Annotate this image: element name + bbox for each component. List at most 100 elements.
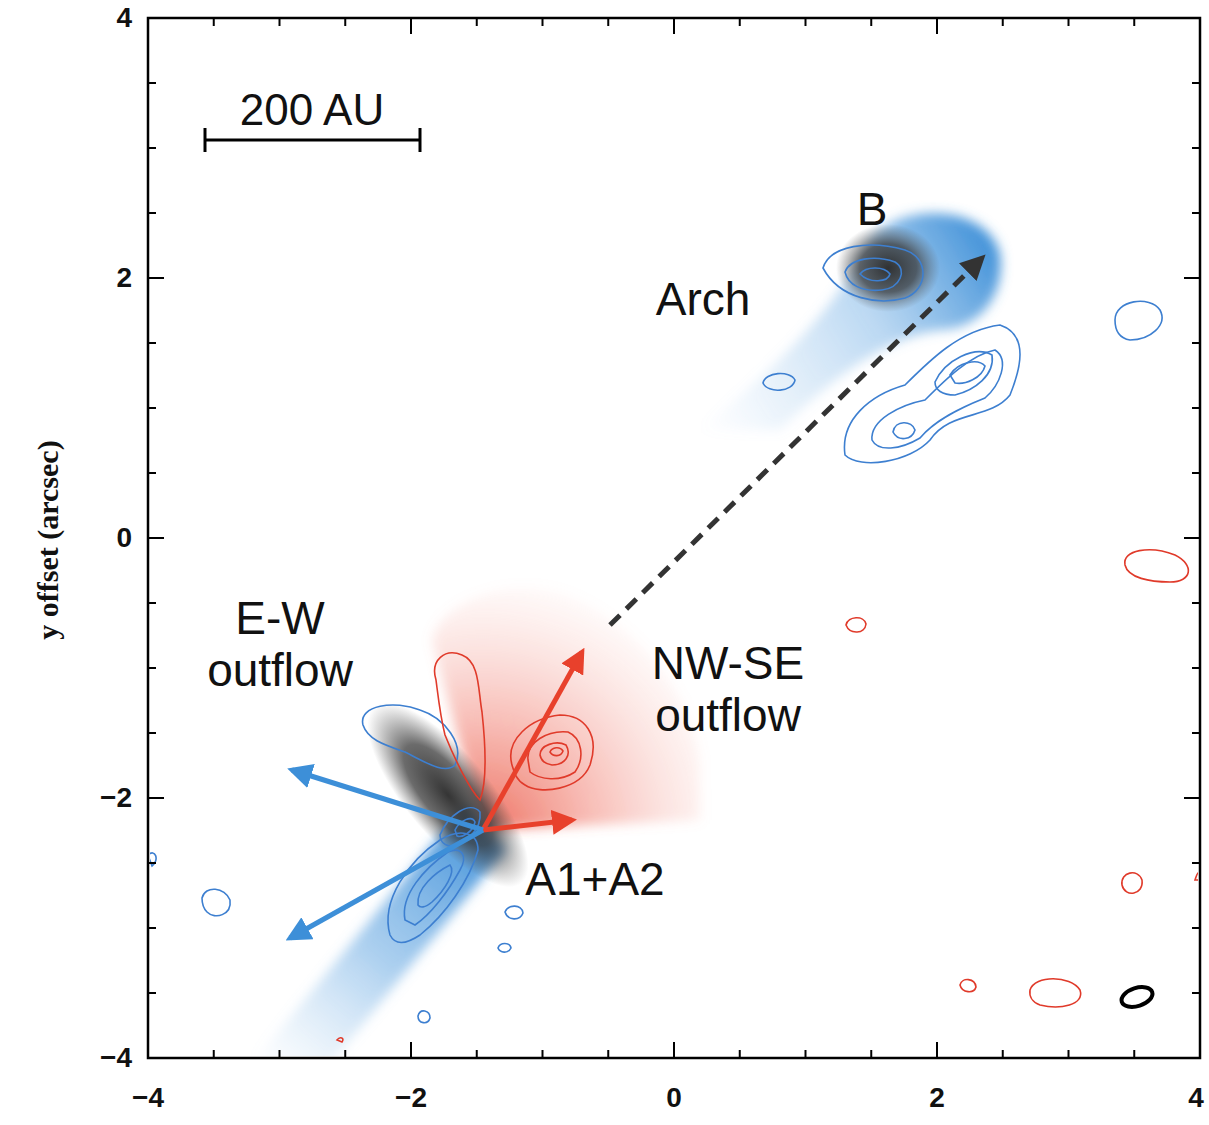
plot-stroke (550, 748, 563, 756)
plot-stroke (739, 18, 741, 26)
plot-stroke (213, 1050, 215, 1058)
plot-stroke (846, 618, 866, 632)
plot-stroke (893, 423, 915, 439)
plot-stroke (1192, 212, 1200, 214)
plot-stroke (148, 17, 164, 19)
plot-stroke (498, 944, 511, 953)
plot-stroke (673, 1042, 675, 1058)
plot-stroke (870, 18, 872, 26)
tick-label: 0 (116, 522, 132, 553)
plot-stroke (148, 147, 156, 149)
plot-stroke (418, 865, 452, 907)
plot-stroke (148, 537, 164, 539)
plot-stroke (1115, 301, 1162, 340)
plot-stroke (476, 1050, 478, 1058)
plot-stroke (860, 268, 890, 281)
plot-stroke (147, 1042, 149, 1058)
redshift-arrow (483, 820, 572, 830)
plot-stroke (805, 18, 807, 26)
plot-stroke (823, 245, 923, 301)
source-label: A1+A2 (525, 854, 664, 906)
tick-label: 4 (116, 2, 132, 33)
plot-stroke (1002, 1050, 1004, 1058)
plot-stroke (1192, 342, 1200, 344)
beam-ellipse (1119, 983, 1155, 1010)
plot-stroke (1192, 862, 1200, 864)
tick-label: 4 (1188, 1082, 1204, 1113)
plot-stroke (936, 18, 938, 34)
plot-stroke (388, 833, 478, 942)
plot-stroke (542, 1050, 544, 1058)
axis-ticks (148, 18, 1200, 1058)
plot-stroke (845, 258, 901, 290)
plot-stroke (148, 797, 164, 799)
plot-stroke (279, 18, 281, 26)
plot-stroke (476, 18, 478, 26)
plot-stroke (1192, 667, 1200, 669)
plot-stroke (410, 18, 412, 34)
plot-stroke (363, 705, 458, 769)
plot-stroke (337, 1038, 343, 1042)
plot-stroke (148, 212, 156, 214)
plot-stroke (1184, 1057, 1200, 1059)
plot-stroke (148, 82, 156, 84)
plot-stroke (763, 374, 795, 391)
plot-stroke (1192, 82, 1200, 84)
plot-stroke (1192, 407, 1200, 409)
tick-label: −2 (100, 782, 132, 813)
plot-stroke (1192, 147, 1200, 149)
plot-stroke (148, 927, 156, 929)
plot-stroke (204, 128, 207, 152)
tick-label: 2 (116, 262, 132, 293)
emission-layer (150, 213, 1198, 1056)
plot-frame (148, 18, 1200, 1058)
plot-stroke (418, 1011, 430, 1023)
plot-stroke (1192, 732, 1200, 734)
tick-label: −2 (395, 1082, 427, 1113)
plot-stroke (960, 980, 976, 992)
plot-stroke (511, 715, 593, 790)
outflow-label: E-W outflow (193, 593, 368, 696)
plot-stroke (148, 667, 156, 669)
plot-stroke (542, 18, 544, 26)
plot-stroke (205, 139, 420, 142)
plot-stroke (419, 128, 422, 152)
plot-stroke (607, 1050, 609, 1058)
scale-label: 200 AU (240, 85, 384, 134)
plot-stroke (148, 277, 164, 279)
blueshift-arrow (292, 770, 483, 830)
plot-stroke (1199, 18, 1201, 34)
plot-stroke (202, 889, 230, 916)
plot-stroke (844, 325, 1020, 463)
redshift-arrow (483, 652, 582, 830)
plot-stroke (1184, 17, 1200, 19)
plot-stroke (148, 1057, 164, 1059)
plot-stroke (1192, 472, 1200, 474)
plot-stroke (1192, 602, 1200, 604)
plot-stroke (1184, 797, 1200, 799)
tick-label: −4 (100, 1042, 132, 1073)
plot-stroke (213, 18, 215, 26)
plot-stroke (148, 602, 156, 604)
blueshift-arrow (290, 830, 483, 938)
plot-stroke (148, 992, 156, 994)
plot-stroke (872, 350, 1003, 448)
plot-stroke (505, 906, 523, 919)
plot-stroke (148, 862, 156, 864)
plot-stroke (344, 18, 346, 26)
plot-stroke (1068, 1050, 1070, 1058)
plot-stroke (935, 352, 992, 395)
tick-label: −4 (132, 1082, 164, 1113)
plot-stroke (1192, 992, 1200, 994)
plot-stroke (870, 1050, 872, 1058)
plot-stroke (344, 1050, 346, 1058)
motion-arrow (610, 258, 982, 625)
plot-stroke (1195, 873, 1198, 881)
plot-stroke (739, 1050, 741, 1058)
plot-stroke (1068, 18, 1070, 26)
plot-stroke (435, 653, 485, 800)
plot-stroke (936, 1042, 938, 1058)
source-label: B (857, 184, 888, 236)
red-contours (337, 550, 1198, 1042)
